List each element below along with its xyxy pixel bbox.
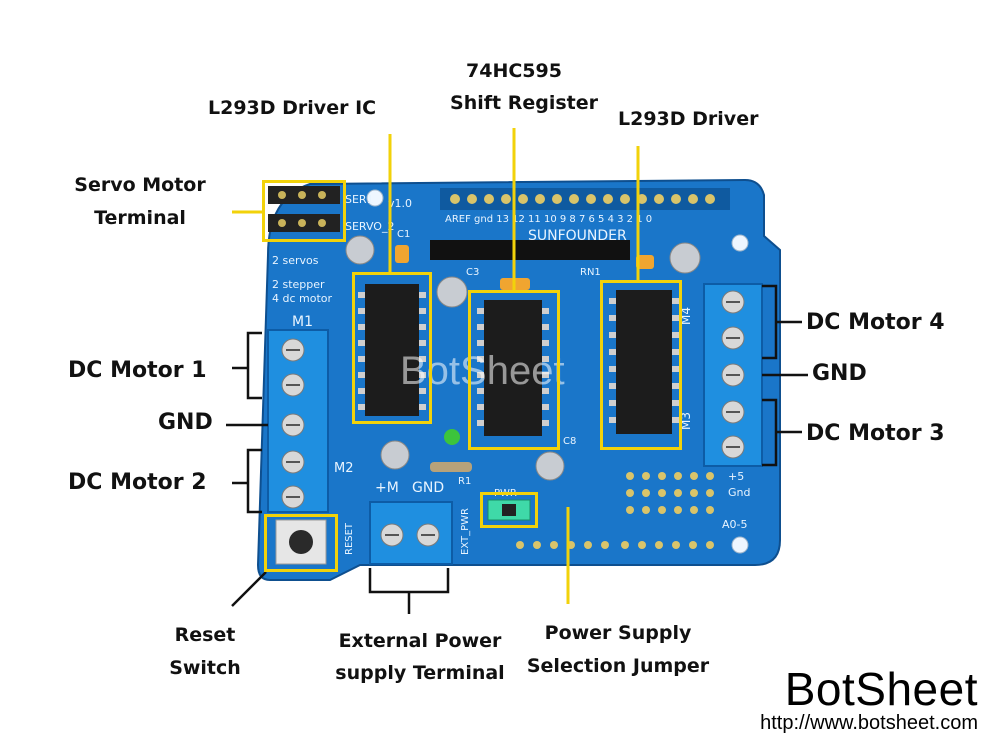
shift-register-chip bbox=[477, 300, 549, 436]
label-jumper-line1: Power Supply bbox=[544, 622, 692, 644]
servos-note: 2 servos bbox=[272, 254, 319, 267]
jumper-callout-box bbox=[480, 492, 538, 528]
stepper-note: 2 stepper bbox=[272, 278, 325, 291]
servo1-label: SER1 bbox=[345, 193, 374, 206]
label-servo-line2: Terminal bbox=[94, 207, 186, 229]
pin-labels: AREF gnd 13 12 11 10 9 8 7 6 5 4 3 2 1 0 bbox=[445, 214, 652, 225]
label-reset-line2: Switch bbox=[169, 657, 241, 679]
digital-header bbox=[440, 188, 730, 210]
label-jumper-line2: Selection Jumper bbox=[526, 655, 710, 677]
footer-brand: BotSheet bbox=[784, 663, 978, 715]
reset-callout-box bbox=[264, 514, 338, 572]
label-l293d-driver: L293D Driver bbox=[618, 108, 759, 130]
label-74hc595: 74HC595 bbox=[466, 60, 562, 82]
label-servo-line1: Servo Motor bbox=[74, 174, 206, 196]
l293d-right-callout-box bbox=[600, 280, 682, 450]
c8-label: C8 bbox=[563, 436, 576, 447]
sunfounder-label: SUNFOUNDER bbox=[528, 228, 627, 244]
power-terminal bbox=[369, 501, 453, 565]
capacitor bbox=[535, 451, 565, 481]
m1-label: M1 bbox=[292, 314, 313, 330]
capacitor-orange bbox=[636, 255, 654, 269]
l293d-chip-right bbox=[609, 290, 679, 434]
m4-label: M4 bbox=[679, 307, 693, 325]
label-ext-power-line1: External Power bbox=[338, 630, 502, 652]
servo2-label: SERVO_2 bbox=[345, 220, 394, 233]
mounting-hole bbox=[731, 234, 749, 252]
l293d-left-callout-box bbox=[352, 272, 432, 424]
watermark: BotSheet bbox=[400, 349, 565, 393]
rn1-label: RN1 bbox=[580, 267, 601, 278]
header-pads bbox=[450, 194, 715, 204]
label-gnd-right: GND bbox=[812, 361, 867, 386]
jumper-cap bbox=[502, 504, 516, 516]
reset-button-cap bbox=[289, 530, 313, 554]
analog-pads bbox=[516, 472, 714, 549]
capacitor-orange bbox=[395, 245, 409, 263]
callout-lines bbox=[232, 128, 640, 604]
leader-lines bbox=[226, 284, 808, 614]
label-ext-power-line2: supply Terminal bbox=[335, 662, 505, 684]
mounting-hole bbox=[731, 536, 749, 554]
m3-label: M3 bbox=[679, 412, 693, 430]
l293d-chip-left bbox=[358, 284, 426, 416]
reset-silk-label: RESET bbox=[344, 522, 355, 555]
resistor bbox=[430, 462, 472, 472]
label-shift-register: Shift Register bbox=[450, 92, 598, 114]
capacitor bbox=[669, 242, 701, 274]
terminal-block-m4-m3 bbox=[703, 283, 763, 467]
mounting-hole bbox=[366, 189, 384, 207]
capacitor bbox=[345, 235, 375, 265]
a0-5-label: A0-5 bbox=[722, 518, 748, 531]
gnd-small-label: Gnd bbox=[728, 486, 750, 499]
r1-label: R1 bbox=[458, 476, 471, 487]
m2-label: M2 bbox=[334, 461, 354, 476]
servo-pins bbox=[268, 186, 340, 232]
servo-callout-box bbox=[262, 180, 346, 242]
dc-note: 4 dc motor bbox=[272, 292, 333, 305]
plus-m-label: +M bbox=[375, 480, 399, 496]
black-header bbox=[430, 240, 630, 260]
version-label: v1.0 bbox=[388, 197, 412, 210]
label-reset-line1: Reset bbox=[174, 624, 236, 646]
c3-label: C3 bbox=[466, 267, 479, 278]
label-dc-motor-4: DC Motor 4 bbox=[806, 310, 945, 335]
capacitor bbox=[380, 440, 410, 470]
gnd-board-label: GND bbox=[412, 480, 444, 496]
label-l293d-ic: L293D Driver IC bbox=[208, 97, 377, 119]
plus5-label: +5 bbox=[728, 470, 744, 483]
shift-register-callout-box bbox=[468, 290, 560, 450]
footer-url: http://www.botsheet.com bbox=[760, 712, 978, 734]
label-dc-motor-2: DC Motor 2 bbox=[68, 470, 207, 495]
c1-label: C1 bbox=[397, 229, 410, 240]
terminal-block-m1-m2 bbox=[267, 329, 329, 513]
label-dc-motor-1: DC Motor 1 bbox=[68, 358, 207, 383]
power-led bbox=[444, 429, 460, 445]
ext-pwr-label: EXT_PWR bbox=[460, 508, 471, 555]
label-dc-motor-3: DC Motor 3 bbox=[806, 421, 945, 446]
capacitor bbox=[436, 276, 468, 308]
label-gnd-left: GND bbox=[158, 410, 213, 435]
